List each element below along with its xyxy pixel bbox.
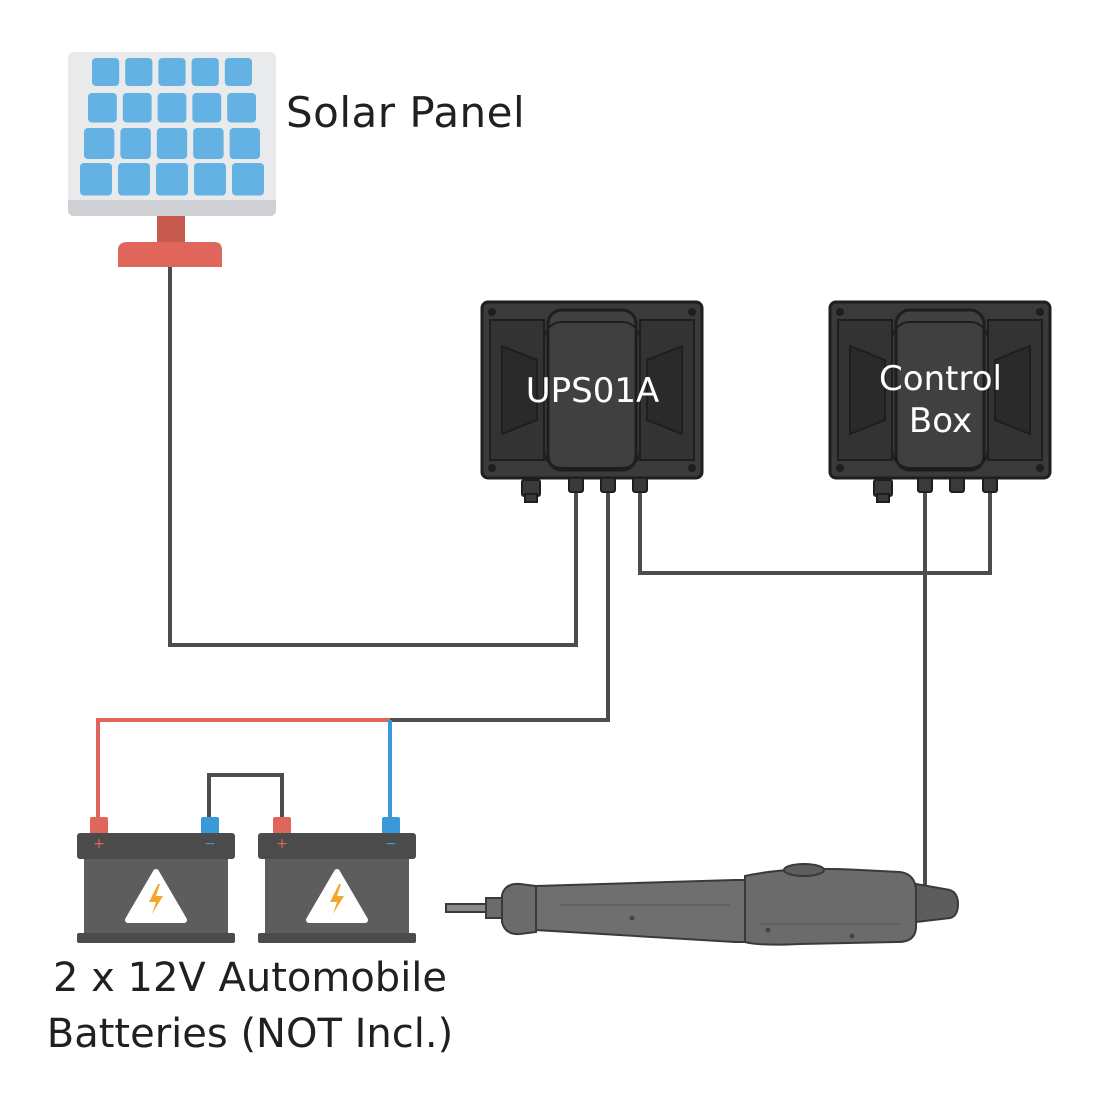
ups-label: UPS01A [525,371,660,411]
solar-cell [156,163,188,196]
wire-battery-bridge [207,773,284,820]
solar-cell [122,93,152,123]
control-box-label: Control Box [838,358,1043,442]
solar-cell [120,128,151,159]
solar-cell [84,128,115,159]
control-box-label-line1: Control [879,359,1002,399]
battery-left-icon: + − [77,817,235,943]
negative-terminal-mark: − [204,836,216,852]
batteries-label: 2 x 12V Automobile Batteries (NOT Incl.) [0,950,500,1062]
solar-cell [191,58,219,86]
battery-right-icon: + − [258,817,416,943]
solar-cell [224,58,252,86]
solar-cell [157,93,187,123]
batteries-label-line2: Batteries (NOT Incl.) [46,1011,454,1057]
solar-cell [232,163,264,196]
solar-cell [158,58,186,86]
wire-solar-to-ups [168,267,578,647]
positive-terminal-mark: + [276,836,288,852]
wire-battery-positive [96,718,390,820]
positive-terminal-mark: + [93,836,105,852]
solar-cell [227,93,256,123]
solar-cell [192,93,222,123]
solar-panel-label: Solar Panel [286,88,526,137]
wire-ups-to-batteries [390,490,610,722]
solar-panel-icon [68,52,276,267]
linear-actuator-icon [445,863,960,946]
solar-cell [118,163,150,196]
solar-cell [92,58,120,86]
batteries-label-line1: 2 x 12V Automobile [52,955,448,1001]
wire-ups-to-control-box [638,490,992,575]
negative-terminal-mark: − [385,836,397,852]
solar-cell [156,128,188,159]
ups-box-icon [480,300,704,503]
solar-cell [229,128,260,159]
solar-cell [193,128,224,159]
high-voltage-warning-icon [125,869,187,923]
wires [168,267,992,895]
solar-cell [80,163,112,196]
control-box-label-line2: Box [908,401,973,441]
solar-cell [194,163,226,196]
solar-cell [125,58,153,86]
control-box-icon [828,300,1052,503]
solar-cell [88,93,117,123]
high-voltage-warning-icon [306,869,368,923]
